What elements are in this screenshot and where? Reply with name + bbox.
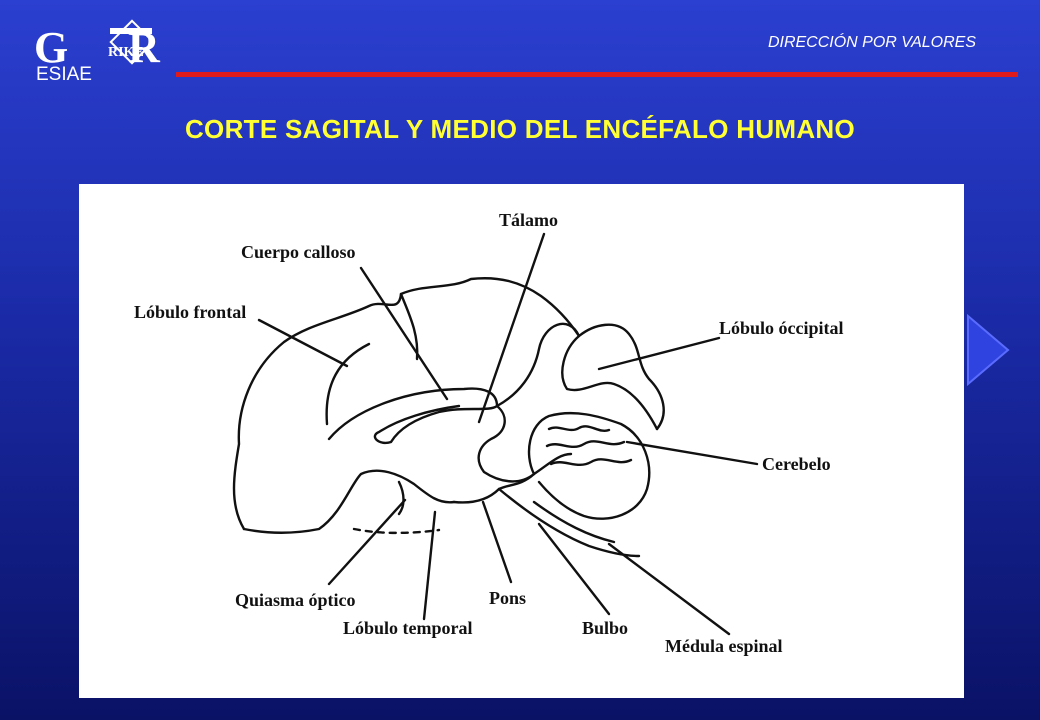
logo-bar [110, 28, 152, 34]
leader-pons [481, 500, 513, 584]
label-medula-espinal: Médula espinal [665, 636, 783, 656]
leader-lobulo-frontal [257, 318, 349, 368]
occipital-lobe [561, 334, 659, 431]
header-divider [176, 72, 1018, 77]
label-quiasma-optico: Quiasma óptico [235, 590, 356, 610]
sulcus-2 [325, 342, 371, 426]
label-pons: Pons [489, 588, 527, 608]
optic-region [397, 480, 405, 516]
label-lobulo-frontal: Lóbulo frontal [134, 302, 247, 322]
logo-caption: ESIAE [36, 64, 92, 85]
label-lobulo-occipital: Lóbulo óccipital [719, 318, 844, 338]
parietal-arc [495, 322, 581, 408]
leader-bulbo [537, 522, 611, 616]
leader-cerebelo [625, 440, 759, 466]
logo-letter-r: R [128, 23, 160, 72]
midbrain [477, 404, 573, 483]
temporal-dashed [352, 527, 441, 535]
cortex-outline [232, 277, 665, 531]
header-subtitle: DIRECCIÓN POR VALORES [767, 34, 976, 51]
label-lobulo-temporal: Lóbulo temporal [343, 618, 473, 638]
logo-letter-g: G [34, 23, 69, 72]
cerebellum-folia [545, 425, 633, 467]
leader-talamo [477, 232, 546, 424]
brain-drawing [232, 232, 759, 636]
leader-temporal [422, 510, 437, 621]
leader-cuerpo-calloso [359, 266, 449, 401]
label-cerebelo: Cerebelo [762, 454, 831, 474]
brainstem [497, 487, 641, 558]
slide-title: CORTE SAGITAL Y MEDIO DEL ENCÉFALO HUMAN… [184, 114, 856, 144]
brain-diagram: Tálamo Cuerpo calloso Lóbulo frontal Lób… [79, 184, 964, 698]
cerebellum-outline [527, 411, 651, 520]
leader-quiasma [327, 498, 407, 586]
label-bulbo: Bulbo [582, 618, 629, 638]
leader-lobulo-occipital [597, 336, 721, 371]
label-cuerpo-calloso: Cuerpo calloso [241, 242, 356, 262]
leader-medula [607, 542, 731, 636]
logo-inner-text: RIKE [108, 45, 144, 60]
brand-logo: G R RIKE [30, 12, 170, 102]
corpus-callosum [327, 387, 499, 445]
label-talamo: Tálamo [499, 210, 559, 230]
temporal-lobe [242, 469, 456, 534]
play-arrow-icon[interactable] [964, 312, 1012, 388]
spinal-cord [532, 500, 616, 544]
